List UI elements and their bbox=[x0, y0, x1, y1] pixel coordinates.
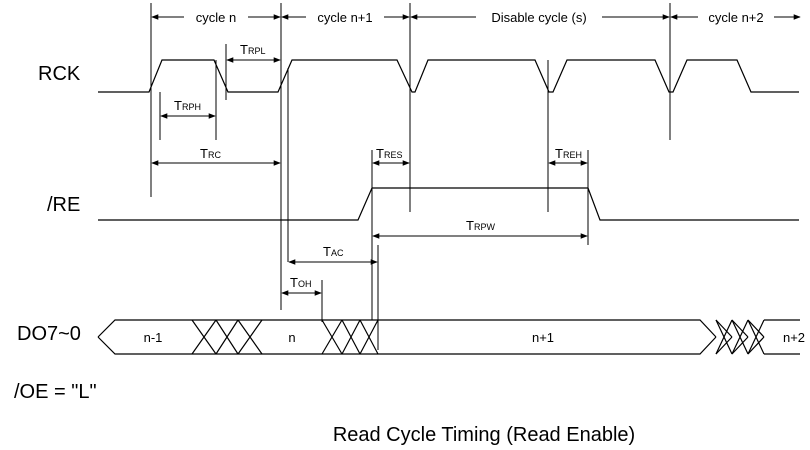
signal-label-oe: /OE = "L" bbox=[14, 381, 97, 403]
data-value-label: n-1 bbox=[144, 330, 163, 345]
bus-transition-x bbox=[321, 319, 379, 355]
timing-label-tac: TAC bbox=[323, 244, 344, 259]
re-waveform bbox=[98, 187, 799, 221]
bus-lower-line bbox=[97, 336, 800, 355]
data-value-label: n bbox=[288, 330, 295, 345]
bus-blank-d2 bbox=[264, 321, 320, 353]
signal-label-rck: RCK bbox=[38, 63, 81, 85]
bus-upper-line bbox=[97, 319, 800, 338]
timing-parameters: TRPL TRPH TRC TRES TREH TRPW TAC TOH bbox=[151, 42, 588, 296]
timing-label-trc: TRC bbox=[200, 146, 221, 161]
bus-transition-x bbox=[191, 319, 263, 355]
diagram-title: Read Cycle Timing (Read Enable) bbox=[333, 424, 635, 446]
signal-label-do: DO7~0 bbox=[17, 323, 81, 345]
bus-blank-d1 bbox=[116, 321, 190, 353]
signal-label-re: /RE bbox=[47, 194, 80, 216]
do-bus-waveform bbox=[97, 319, 800, 355]
guide-lines bbox=[150, 3, 671, 350]
cycle-label-n2: cycle n+2 bbox=[708, 10, 763, 25]
timing-label-treh: TREH bbox=[555, 146, 582, 161]
data-value-label: n+1 bbox=[532, 330, 554, 345]
cycle-headers: cycle n cycle n+1 Disable cycle (s) cycl… bbox=[151, 8, 801, 25]
data-value-label: n+2 bbox=[783, 330, 805, 345]
cycle-label-n: cycle n bbox=[196, 10, 236, 25]
timing-label-trpl: TRPL bbox=[240, 42, 265, 57]
timing-label-trpw: TRPW bbox=[466, 218, 495, 233]
cycle-label-n1: cycle n+1 bbox=[317, 10, 372, 25]
timing-label-tres: TRES bbox=[376, 146, 402, 161]
rck-waveform bbox=[98, 59, 799, 93]
cycle-label-disable: Disable cycle (s) bbox=[491, 10, 586, 25]
timing-label-trph: TRPH bbox=[174, 98, 201, 113]
bus-blank-d3 bbox=[380, 321, 698, 353]
timing-label-toh: TOH bbox=[290, 275, 311, 290]
bus-transition-x bbox=[715, 319, 765, 355]
